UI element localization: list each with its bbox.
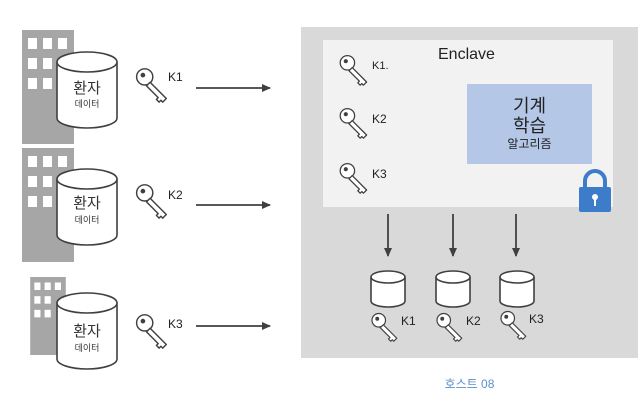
database-sublabel: 데이터 [74, 343, 100, 353]
ml-box-line2: 학습 [512, 116, 547, 136]
key-label: K2 [372, 112, 387, 126]
key-label: K1 [168, 70, 183, 84]
key-label: K2 [466, 314, 481, 328]
key-label: K3 [372, 167, 387, 181]
output-database-icon [499, 270, 535, 308]
ml-algorithm-box [467, 84, 592, 164]
database-sublabel: 데이터 [74, 215, 100, 225]
key-icon [135, 184, 168, 219]
key-icon [135, 68, 168, 103]
key-label: K3 [529, 312, 544, 326]
database-sublabel: 데이터 [74, 99, 100, 109]
database-label: 환자 [73, 80, 101, 97]
key-icon [135, 314, 168, 349]
key-label: K2 [168, 188, 183, 202]
database-label: 환자 [73, 195, 101, 212]
output-database-icon [370, 270, 406, 308]
key-label: K3 [168, 317, 183, 331]
database-label: 환자 [73, 323, 101, 340]
ml-box-line3: 알고리즘 [507, 137, 552, 151]
host-caption: 호스트 08 [444, 377, 495, 391]
ml-box-line1: 기계 [512, 96, 547, 116]
key-label: K1 [401, 314, 416, 328]
output-database-icon [435, 270, 471, 308]
key-label: K1. [372, 60, 389, 72]
lock-icon [579, 169, 611, 212]
enclave-title: Enclave [438, 46, 495, 63]
